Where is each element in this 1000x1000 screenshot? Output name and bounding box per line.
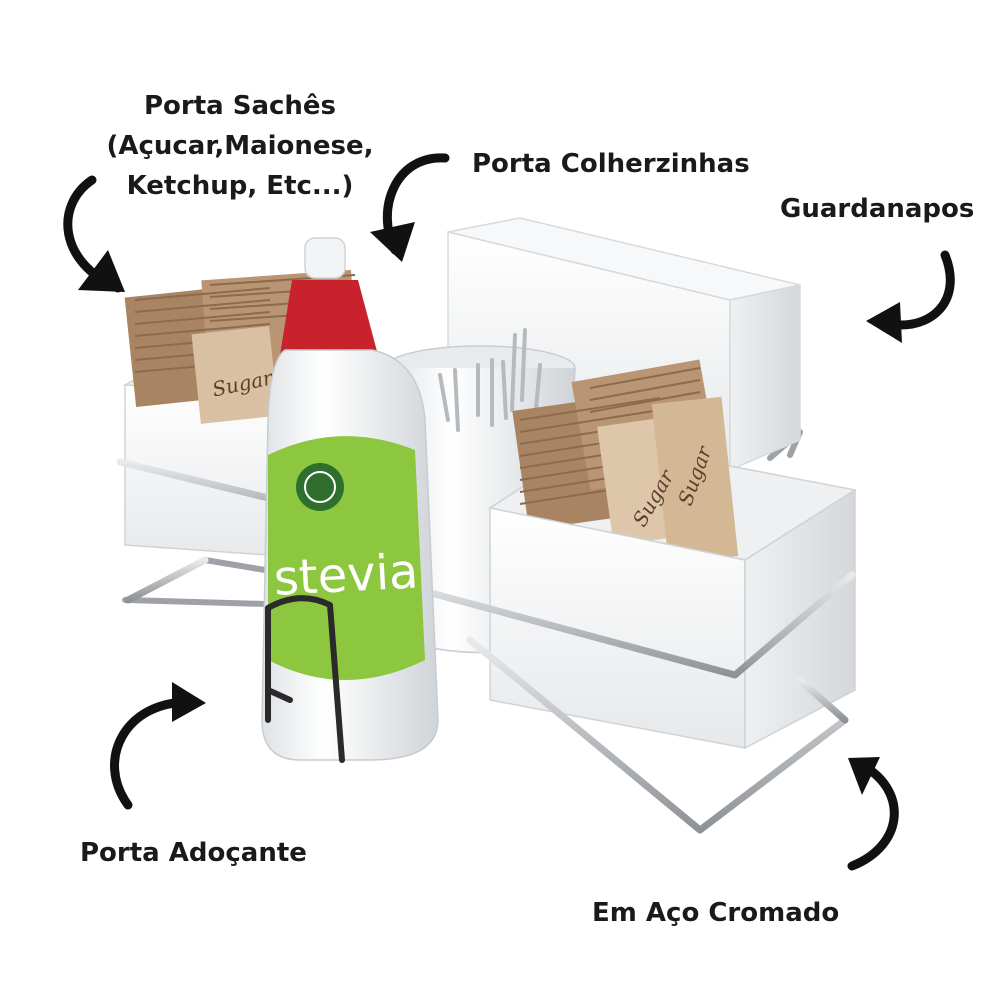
sachet-holder-label-line3: Ketchup, Etc...)	[126, 171, 354, 201]
chrome-steel-label: Em Aço Cromado	[592, 898, 840, 928]
arrow-sweetener-icon	[110, 682, 206, 810]
sachet-holder-label-line2: (Açucar,Maionese,	[106, 131, 374, 161]
sweetener-holder-label: Porta Adoçante	[80, 838, 307, 868]
right-sachets: Sugar Sugar	[512, 359, 739, 564]
sachet-holder-label-line1: Porta Sachês	[143, 91, 337, 121]
spoon-holder-label: Porta Colherzinhas	[472, 149, 750, 179]
right-sachet-box: Sugar Sugar	[488, 359, 857, 750]
bottle-wire-holder	[265, 595, 345, 763]
chrome-rails	[116, 458, 856, 834]
bottle-cap	[280, 280, 378, 355]
arrow-sachets-icon	[63, 175, 125, 293]
sachet-holder-label: Porta Sachês (Açucar,Maionese, Ketchup, …	[85, 86, 395, 206]
arrow-napkins-icon	[866, 250, 955, 343]
arrow-spoons-icon	[370, 153, 450, 262]
sweetener-bottle: stevia	[261, 237, 439, 761]
napkin-holder-label: Guardanapos	[780, 194, 975, 224]
stevia-seal-icon	[296, 463, 344, 511]
arrow-steel-icon	[847, 757, 899, 871]
